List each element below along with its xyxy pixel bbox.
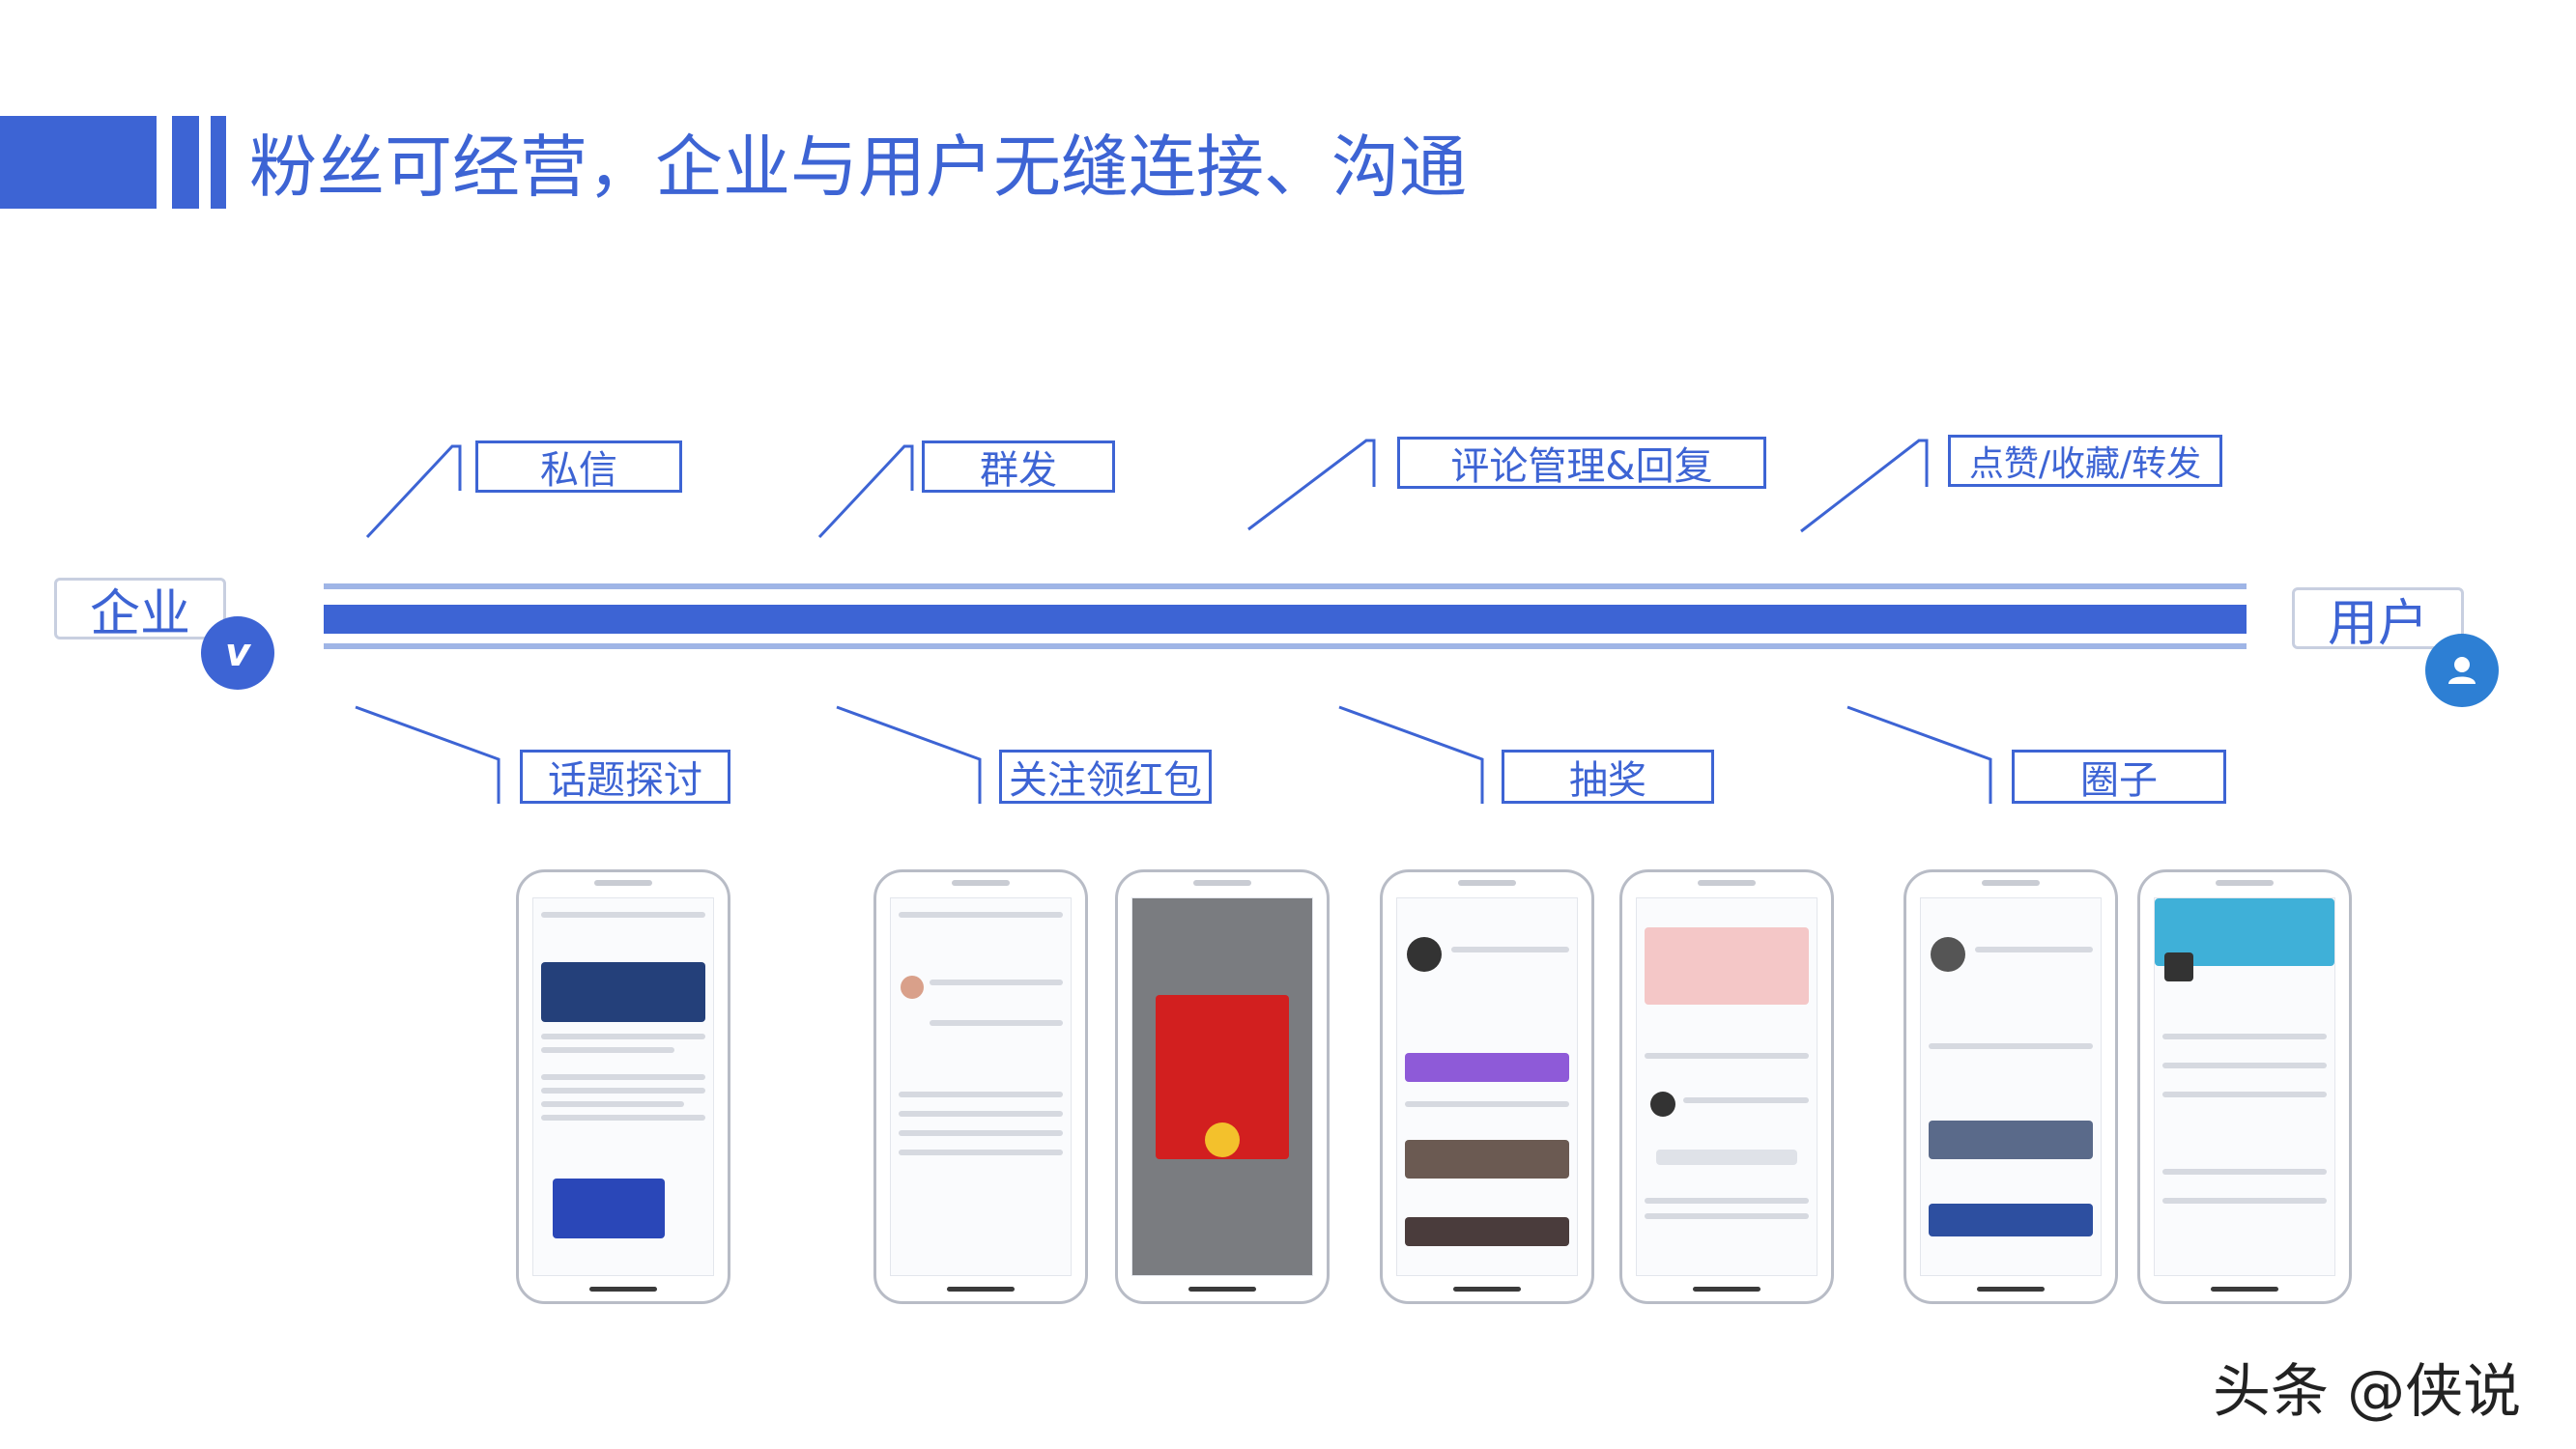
header-accent-stripe — [172, 116, 199, 209]
phone-screenshot-circle-feed — [2137, 869, 2352, 1304]
phone-screenshot-circle-profile — [1903, 869, 2118, 1304]
phone-screenshot-red-packet — [1115, 869, 1330, 1304]
verified-v-icon: v — [201, 616, 274, 690]
header-accent-bar — [0, 116, 157, 209]
feature-private-message: 私信 — [475, 440, 682, 493]
feature-follow-red-packet: 关注领红包 — [999, 750, 1212, 804]
phone-screenshot-topic — [516, 869, 730, 1304]
user-node: 用户 — [2292, 587, 2464, 653]
header-accent-stripe — [211, 116, 226, 209]
enterprise-node: 企业 — [54, 578, 226, 643]
watermark: 头条 @侠说 — [2213, 1358, 2522, 1426]
page-title: 粉丝可经营，企业与用户无缝连接、沟通 — [249, 128, 1467, 207]
feature-circle: 圈子 — [2012, 750, 2226, 804]
phone-screenshot-lottery-profile — [1380, 869, 1594, 1304]
feature-like-collect-share: 点赞/收藏/转发 — [1948, 435, 2222, 487]
feature-topic-discussion: 话题探讨 — [520, 750, 730, 804]
phone-screenshot-lottery-detail — [1619, 869, 1834, 1304]
timeline-main-bar — [324, 605, 2247, 634]
timeline-line-top — [324, 583, 2247, 589]
user-avatar-icon — [2425, 634, 2499, 707]
feature-group-send: 群发 — [922, 440, 1115, 493]
phone-screenshot-group-send — [873, 869, 1088, 1304]
timeline-line-bottom — [324, 643, 2247, 649]
feature-lottery: 抽奖 — [1502, 750, 1714, 804]
feature-comment-reply: 评论管理&回复 — [1397, 437, 1766, 489]
